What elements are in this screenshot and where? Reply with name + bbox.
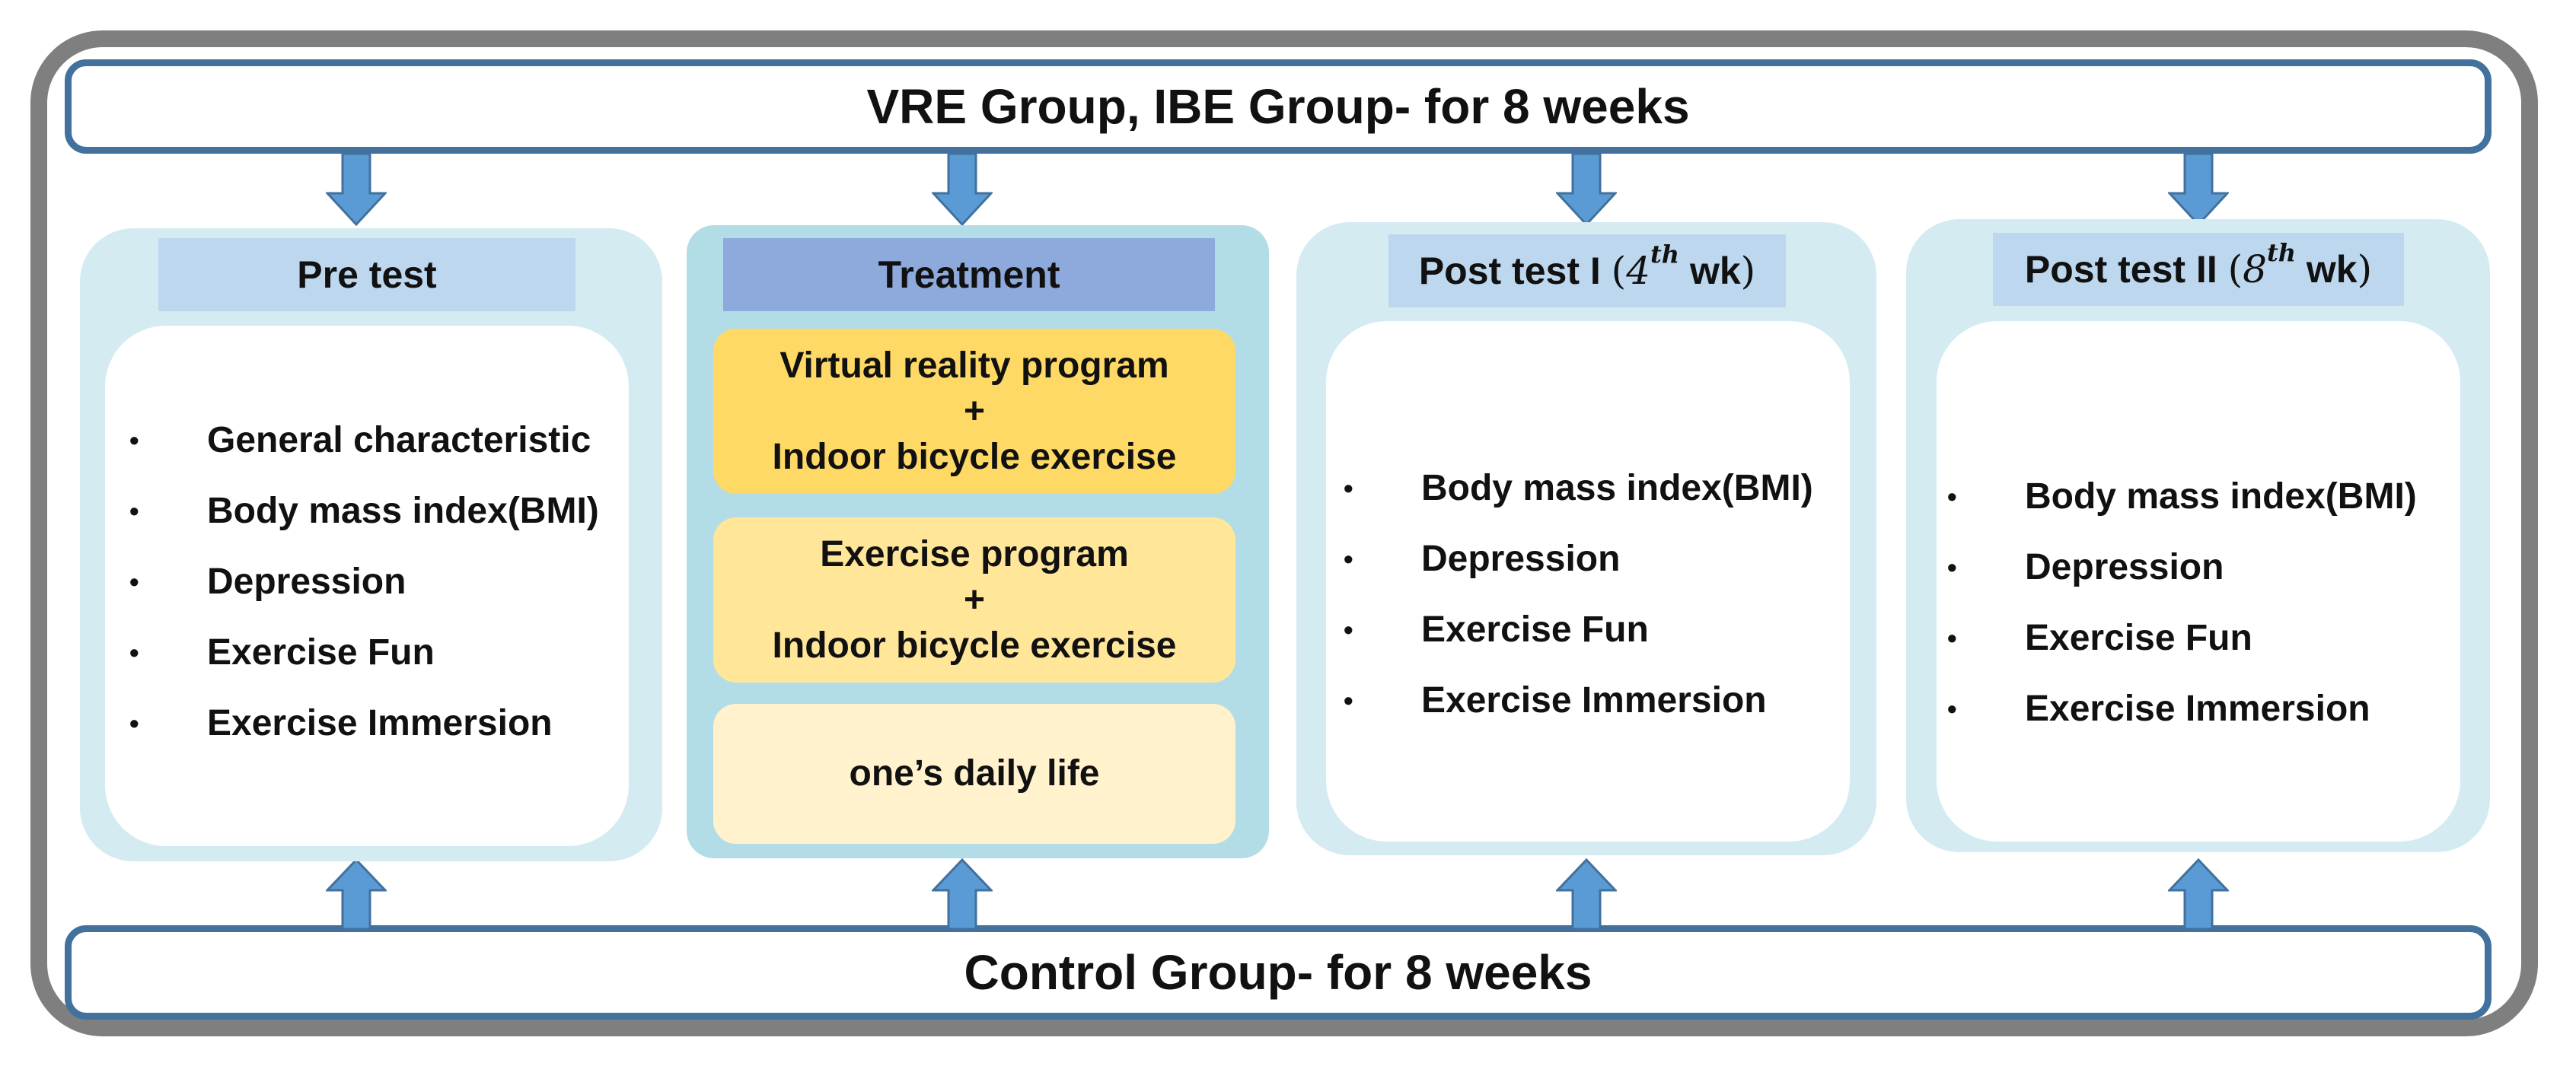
list-item-text: Body mass index(BMI) (207, 491, 599, 531)
label-superscript: th (1650, 240, 1680, 269)
treatment-box-line: Virtual reality program (779, 345, 1169, 386)
treatment-box-line: Indoor bicycle exercise (772, 625, 1177, 666)
bullet-icon: • (129, 425, 139, 456)
treatment-label-text: Treatment (878, 253, 1060, 296)
list-item: • Depression (1947, 532, 2417, 603)
list-item-text: Depression (207, 562, 406, 602)
up-arrow-icon (2168, 858, 2229, 931)
label-week-unit: wk (2306, 248, 2358, 291)
up-arrow-icon (1556, 858, 1617, 931)
label-paren: ( (1611, 249, 1627, 293)
bullet-icon: • (1947, 622, 1957, 654)
treatment-box-plus: + (963, 579, 986, 620)
list-item: • Exercise Immersion (1947, 673, 2417, 744)
treatment-box-plus: + (963, 390, 986, 431)
label-week-unit: wk (1689, 250, 1741, 292)
post-test-2-measures-list: • Body mass index(BMI) • Depression • Exerc… (1947, 461, 2417, 744)
label-superscript: th (2266, 238, 2296, 267)
pre-test-label-text: Pre test (297, 253, 437, 296)
post-test-2-measures-box (1937, 321, 2460, 842)
list-item: • Body mass index(BMI) (1947, 461, 2417, 532)
list-item-text: Depression (2025, 547, 2224, 587)
bullet-icon: • (1344, 685, 1353, 716)
list-item-text: Body mass index(BMI) (1421, 468, 1813, 508)
list-item-text: Exercise Immersion (2025, 689, 2370, 729)
up-arrow-icon (326, 858, 387, 931)
label-week-number: 4 (1626, 249, 1650, 293)
list-item-text: General characteristic (207, 420, 591, 460)
up-arrow-icon (932, 858, 993, 931)
list-item: • Exercise Fun (129, 617, 599, 688)
list-item-text: Exercise Fun (1421, 609, 1649, 650)
bottom-banner-text: Control Group- for 8 weeks (964, 945, 1592, 1000)
bullet-icon: • (129, 637, 139, 668)
list-item: • Exercise Immersion (1344, 665, 1813, 736)
list-item: • Exercise Fun (1947, 603, 2417, 673)
bullet-icon: • (129, 566, 139, 597)
pre-test-measures-box (105, 326, 629, 846)
bullet-icon: • (1947, 693, 1957, 724)
treatment-box-line: Exercise program (820, 533, 1129, 574)
top-banner-text: VRE Group, IBE Group- for 8 weeks (866, 79, 1690, 134)
post-test-1-measures-list: • Body mass index(BMI) • Depression • Exerc… (1344, 453, 1813, 736)
treatment-label: Treatment (723, 238, 1215, 311)
pre-test-measures-list: • General characteristic • Body mass index… (129, 405, 599, 759)
post-test-1-label-text: Post test I (1418, 250, 1601, 292)
list-item: • Exercise Immersion (129, 688, 599, 759)
list-item-text: Exercise Fun (207, 632, 435, 673)
post-test-2-label-text: Post test II (2024, 248, 2217, 291)
list-item-text: Exercise Immersion (207, 703, 553, 743)
label-week-number: 8 (2243, 247, 2267, 291)
bottom-banner: Control Group- for 8 weeks (65, 925, 2492, 1020)
list-item: • General characteristic (129, 405, 599, 476)
label-paren: ( (2227, 247, 2243, 291)
treatment-box-line: Indoor bicycle exercise (772, 436, 1177, 477)
bullet-icon: • (1947, 552, 1957, 583)
bullet-icon: • (1344, 614, 1353, 645)
bullet-icon: • (129, 495, 139, 527)
list-item-text: Depression (1421, 539, 1621, 579)
list-item: • Body mass index(BMI) (129, 476, 599, 546)
top-banner: VRE Group, IBE Group- for 8 weeks (65, 59, 2492, 154)
down-arrow-icon (1556, 154, 1617, 226)
list-item-text: Exercise Fun (2025, 618, 2252, 658)
bullet-icon: • (1344, 543, 1353, 574)
down-arrow-icon (326, 154, 387, 226)
pre-test-label: Pre test (158, 238, 575, 311)
label-paren: ) (2357, 247, 2373, 291)
bullet-icon: • (1344, 473, 1353, 504)
list-item: • Depression (1344, 523, 1813, 594)
list-item: • Depression (129, 546, 599, 617)
treatment-box-exercise-program: Exercise program + Indoor bicycle exerci… (713, 517, 1235, 683)
treatment-box-line: one’s daily life (849, 753, 1100, 794)
bullet-icon: • (129, 708, 139, 739)
list-item: • Exercise Fun (1344, 594, 1813, 665)
post-test-1-measures-box (1326, 321, 1850, 842)
down-arrow-icon (932, 154, 993, 226)
treatment-box-virtual-reality: Virtual reality program + Indoor bicycle… (713, 329, 1235, 494)
down-arrow-icon (2168, 154, 2229, 226)
list-item: • Body mass index(BMI) (1344, 453, 1813, 523)
treatment-box-daily-life: one’s daily life (713, 704, 1235, 844)
label-paren: ) (1740, 249, 1756, 293)
bullet-icon: • (1947, 481, 1957, 512)
list-item-text: Body mass index(BMI) (2025, 476, 2417, 517)
list-item-text: Exercise Immersion (1421, 680, 1767, 721)
